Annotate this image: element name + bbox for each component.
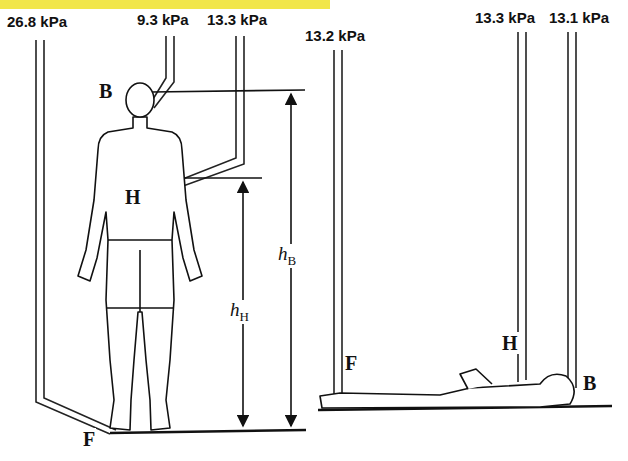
height-label: hB [277, 244, 297, 268]
point-letter: F [344, 352, 358, 374]
pressure-reading: 9.3 kPa [136, 12, 190, 29]
height-label: hH [229, 300, 250, 324]
pressure-reading: 26.8 kPa [6, 14, 68, 31]
highlight-band [0, 0, 330, 9]
point-letter: H [124, 186, 142, 208]
pressure-reading: 13.3 kPa [206, 12, 268, 29]
point-letter: H [501, 332, 519, 354]
manometer-tubes [36, 32, 576, 434]
point-letter: B [98, 80, 113, 102]
point-letter: F [82, 428, 96, 450]
point-letter: B [582, 372, 597, 394]
lying-figure [320, 369, 574, 408]
standing-figure [78, 83, 202, 430]
pressure-reading: 13.1 kPa [548, 10, 610, 27]
pressure-reading: 13.2 kPa [304, 28, 366, 45]
pressure-reading: 13.3 kPa [474, 10, 536, 27]
